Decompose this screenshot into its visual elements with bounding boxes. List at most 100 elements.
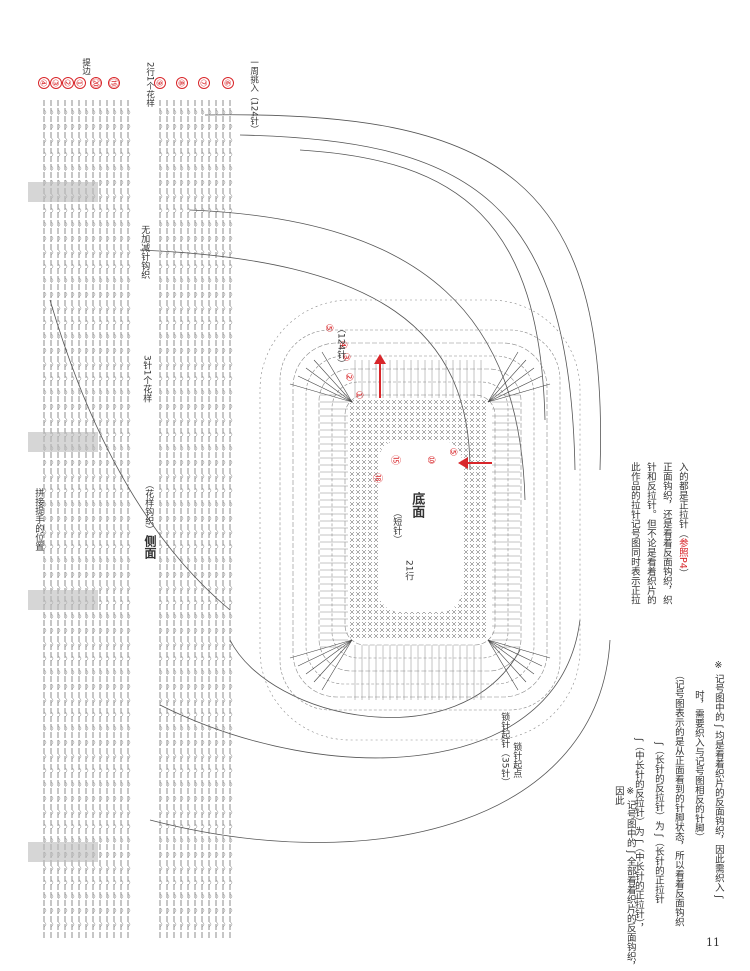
- note-right-3: 正面钩织，还是看着反面钩织，织: [660, 462, 672, 605]
- note-left-1: ※ 记号图中的 ʃ 全部看着织片的反面钩织，因此: [612, 786, 636, 971]
- stitch-hooks: [64, 109, 68, 928]
- corner-ray: [487, 383, 551, 403]
- chain-count-label: 锁针起针（35针）: [499, 712, 510, 787]
- row-marker-circle: [38, 77, 50, 89]
- stitch-hooks: [215, 109, 219, 928]
- row-marker-circle: [222, 77, 234, 89]
- stitch-hooks: [201, 109, 205, 928]
- stitch-hooks: [166, 109, 170, 928]
- corner-ray: [297, 639, 353, 667]
- bottom-outer-outline: [259, 299, 581, 741]
- note-right-2: 针和反拉针。但不论是看着织片的: [644, 462, 656, 605]
- page-number: 11: [706, 936, 720, 949]
- rows-21-label: 21行: [403, 560, 414, 581]
- row-marker-text: ⑮: [389, 455, 401, 465]
- stitch-hooks: [187, 109, 191, 928]
- corner-ray: [487, 639, 543, 667]
- bottom-sub-label: （短针）: [391, 508, 402, 544]
- row-marker-circle: [50, 77, 62, 89]
- stitch-hooks: [208, 109, 212, 928]
- corner-ray: [289, 639, 353, 659]
- red-arrow-head: [458, 457, 468, 469]
- row-marker-text: ⑱: [371, 473, 383, 483]
- bottom-round-outline: [305, 355, 535, 685]
- row-marker-text: ③: [50, 79, 60, 87]
- stitch-hooks: [71, 109, 75, 928]
- stitch-hooks: [180, 109, 184, 928]
- row-marker-text: ⑲: [108, 78, 119, 87]
- stitch-hooks: [222, 109, 226, 928]
- row-marker-circle: [108, 77, 120, 89]
- bottom-panel: [259, 299, 581, 741]
- note-right-4-text: 入的都是正拉针（: [676, 462, 688, 538]
- stitch-hooks: [159, 109, 163, 928]
- row-marker-text: ⑩: [425, 456, 436, 465]
- stitch-hooks: [120, 109, 124, 928]
- handle-position-label: 拼接提手的位置: [33, 488, 44, 551]
- stitch-124-label: （124针）: [335, 324, 346, 369]
- three-stitch-label: 3针1个花样: [141, 355, 152, 403]
- side-sub-label: （花样钩织）: [143, 480, 154, 534]
- corner-ray: [487, 351, 519, 403]
- note-left-6: ※ 记号图中的 ʃ 均是看着织片的反面钩织，因此需织入 ʃ: [712, 660, 724, 899]
- stitch-hooks: [127, 109, 131, 928]
- corner-ray: [487, 639, 527, 683]
- two-rows-label: 2行1个花样: [144, 62, 155, 107]
- row-marker-text: ⑤: [447, 448, 458, 457]
- stitch-hooks: [92, 109, 96, 928]
- row-marker-text: ⑨: [154, 79, 164, 87]
- row-marker-circle: [90, 77, 102, 89]
- row-marker-circle: [62, 77, 74, 89]
- shade-block: [28, 842, 98, 862]
- bottom-round-outline: [344, 394, 496, 646]
- row-marker-text: ⑥: [222, 79, 232, 87]
- note-right-4: 入的都是正拉针（参照P4）: [676, 462, 688, 578]
- bottom-round-outline: [279, 329, 561, 711]
- no-increase-label: 无加减针钩织: [139, 225, 150, 279]
- row-marker-circle: [198, 77, 210, 89]
- row-marker-circle: [176, 77, 188, 89]
- red-arrow-head: [374, 354, 386, 364]
- corner-ray: [321, 639, 353, 691]
- row-marker-text: ④: [337, 341, 348, 350]
- handle-side-label: 提边: [80, 58, 91, 75]
- stitch-hooks: [229, 109, 233, 928]
- side-label: 侧面: [143, 535, 157, 559]
- bottom-center: [378, 440, 462, 612]
- page-reference: 参照P4: [676, 538, 688, 569]
- pick-up-label: 一周挑入（124针）: [248, 58, 259, 134]
- stitch-hooks: [113, 109, 117, 928]
- stitch-hooks: [173, 109, 177, 928]
- bottom-label: 底面: [409, 492, 425, 518]
- shade-block: [28, 182, 98, 202]
- note-left-2: ʃ（中长针的反拉针）为 ʃ（中长针的正拉针），: [632, 738, 644, 933]
- row-marker-circle: [154, 77, 166, 89]
- stitch-hooks: [99, 109, 103, 928]
- corner-ray: [297, 375, 353, 403]
- corner-ray: [487, 639, 519, 691]
- row-marker-text: ⑧: [176, 79, 186, 87]
- bottom-round-outline: [331, 381, 509, 659]
- side-stitch-columns: [43, 100, 233, 938]
- row-marker-text: ③: [340, 353, 351, 362]
- row-marker-text: ⑦: [198, 79, 208, 87]
- stitch-hooks: [194, 109, 198, 928]
- connector-curves: [49, 114, 611, 843]
- shade-block: [28, 432, 98, 452]
- corner-ray: [289, 383, 353, 403]
- row-marker-text: ①: [74, 79, 84, 87]
- stitch-hooks: [85, 109, 89, 928]
- corner-ray: [321, 351, 353, 403]
- red-arrows: [374, 354, 492, 469]
- corner-ray: [487, 639, 551, 659]
- corner-ray: [305, 367, 353, 403]
- row-marker-text: ①: [353, 391, 364, 400]
- row-marker-text: ⑳: [90, 78, 101, 87]
- row-marker-text: ⑤: [323, 324, 334, 333]
- stitch-hooks: [106, 109, 110, 928]
- note-left-3: ʃ（长针的反拉针）为 ʃ（长针的正拉针: [652, 742, 664, 904]
- shade-blocks: [28, 182, 98, 862]
